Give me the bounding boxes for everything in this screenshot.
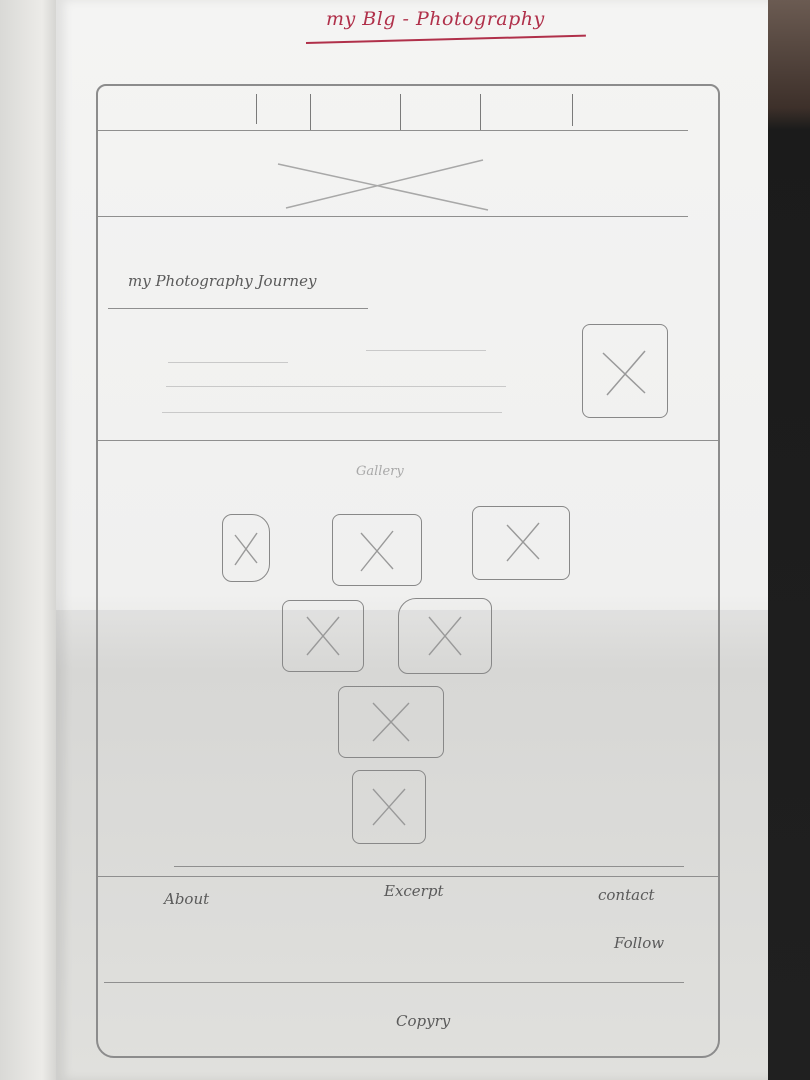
text-line (162, 412, 502, 413)
sketch-title: my Blg - Photography (326, 8, 545, 30)
table-background (760, 0, 810, 1080)
gallery-image[interactable] (332, 514, 422, 586)
left-notebook-page (0, 0, 60, 1080)
phone-frame: my Photography Journey Gallery (96, 84, 720, 1058)
footer-follow-link[interactable]: Follow (614, 934, 665, 952)
nav-divider[interactable] (572, 94, 573, 126)
section-divider (98, 440, 718, 441)
gallery-image[interactable] (398, 598, 492, 674)
footer-top-line (174, 866, 684, 867)
copyright-divider (104, 982, 684, 983)
text-line (168, 362, 288, 363)
journey-image-placeholder (582, 324, 668, 418)
nav-divider[interactable] (256, 94, 257, 124)
text-line (166, 386, 506, 387)
copyright-text: Copyry (396, 1012, 451, 1030)
hero-image-placeholder (268, 156, 498, 216)
gallery-image[interactable] (222, 514, 270, 582)
title-underline (305, 34, 586, 44)
sketch-paper: my Blg - Photography my Photography Jour… (56, 0, 768, 1080)
gallery-image[interactable] (282, 600, 364, 672)
gallery-image[interactable] (352, 770, 426, 844)
hero-bottom-line (98, 216, 688, 217)
section-title: my Photography Journey (128, 272, 317, 290)
gallery-label: Gallery (356, 464, 404, 479)
nav-divider[interactable] (400, 94, 401, 130)
text-line (366, 350, 486, 351)
nav-bottom-line (98, 130, 688, 131)
nav-divider[interactable] (310, 94, 311, 130)
footer-contact-link[interactable]: contact (598, 886, 655, 904)
nav-divider[interactable] (480, 94, 481, 130)
gallery-image[interactable] (338, 686, 444, 758)
lighting-shadow (56, 610, 768, 1080)
footer-about-link[interactable]: About (164, 890, 210, 908)
section-title-underline (108, 308, 368, 309)
footer-excerpt-link[interactable]: Excerpt (384, 882, 444, 900)
gallery-image[interactable] (472, 506, 570, 580)
footer-top-line (98, 876, 718, 877)
